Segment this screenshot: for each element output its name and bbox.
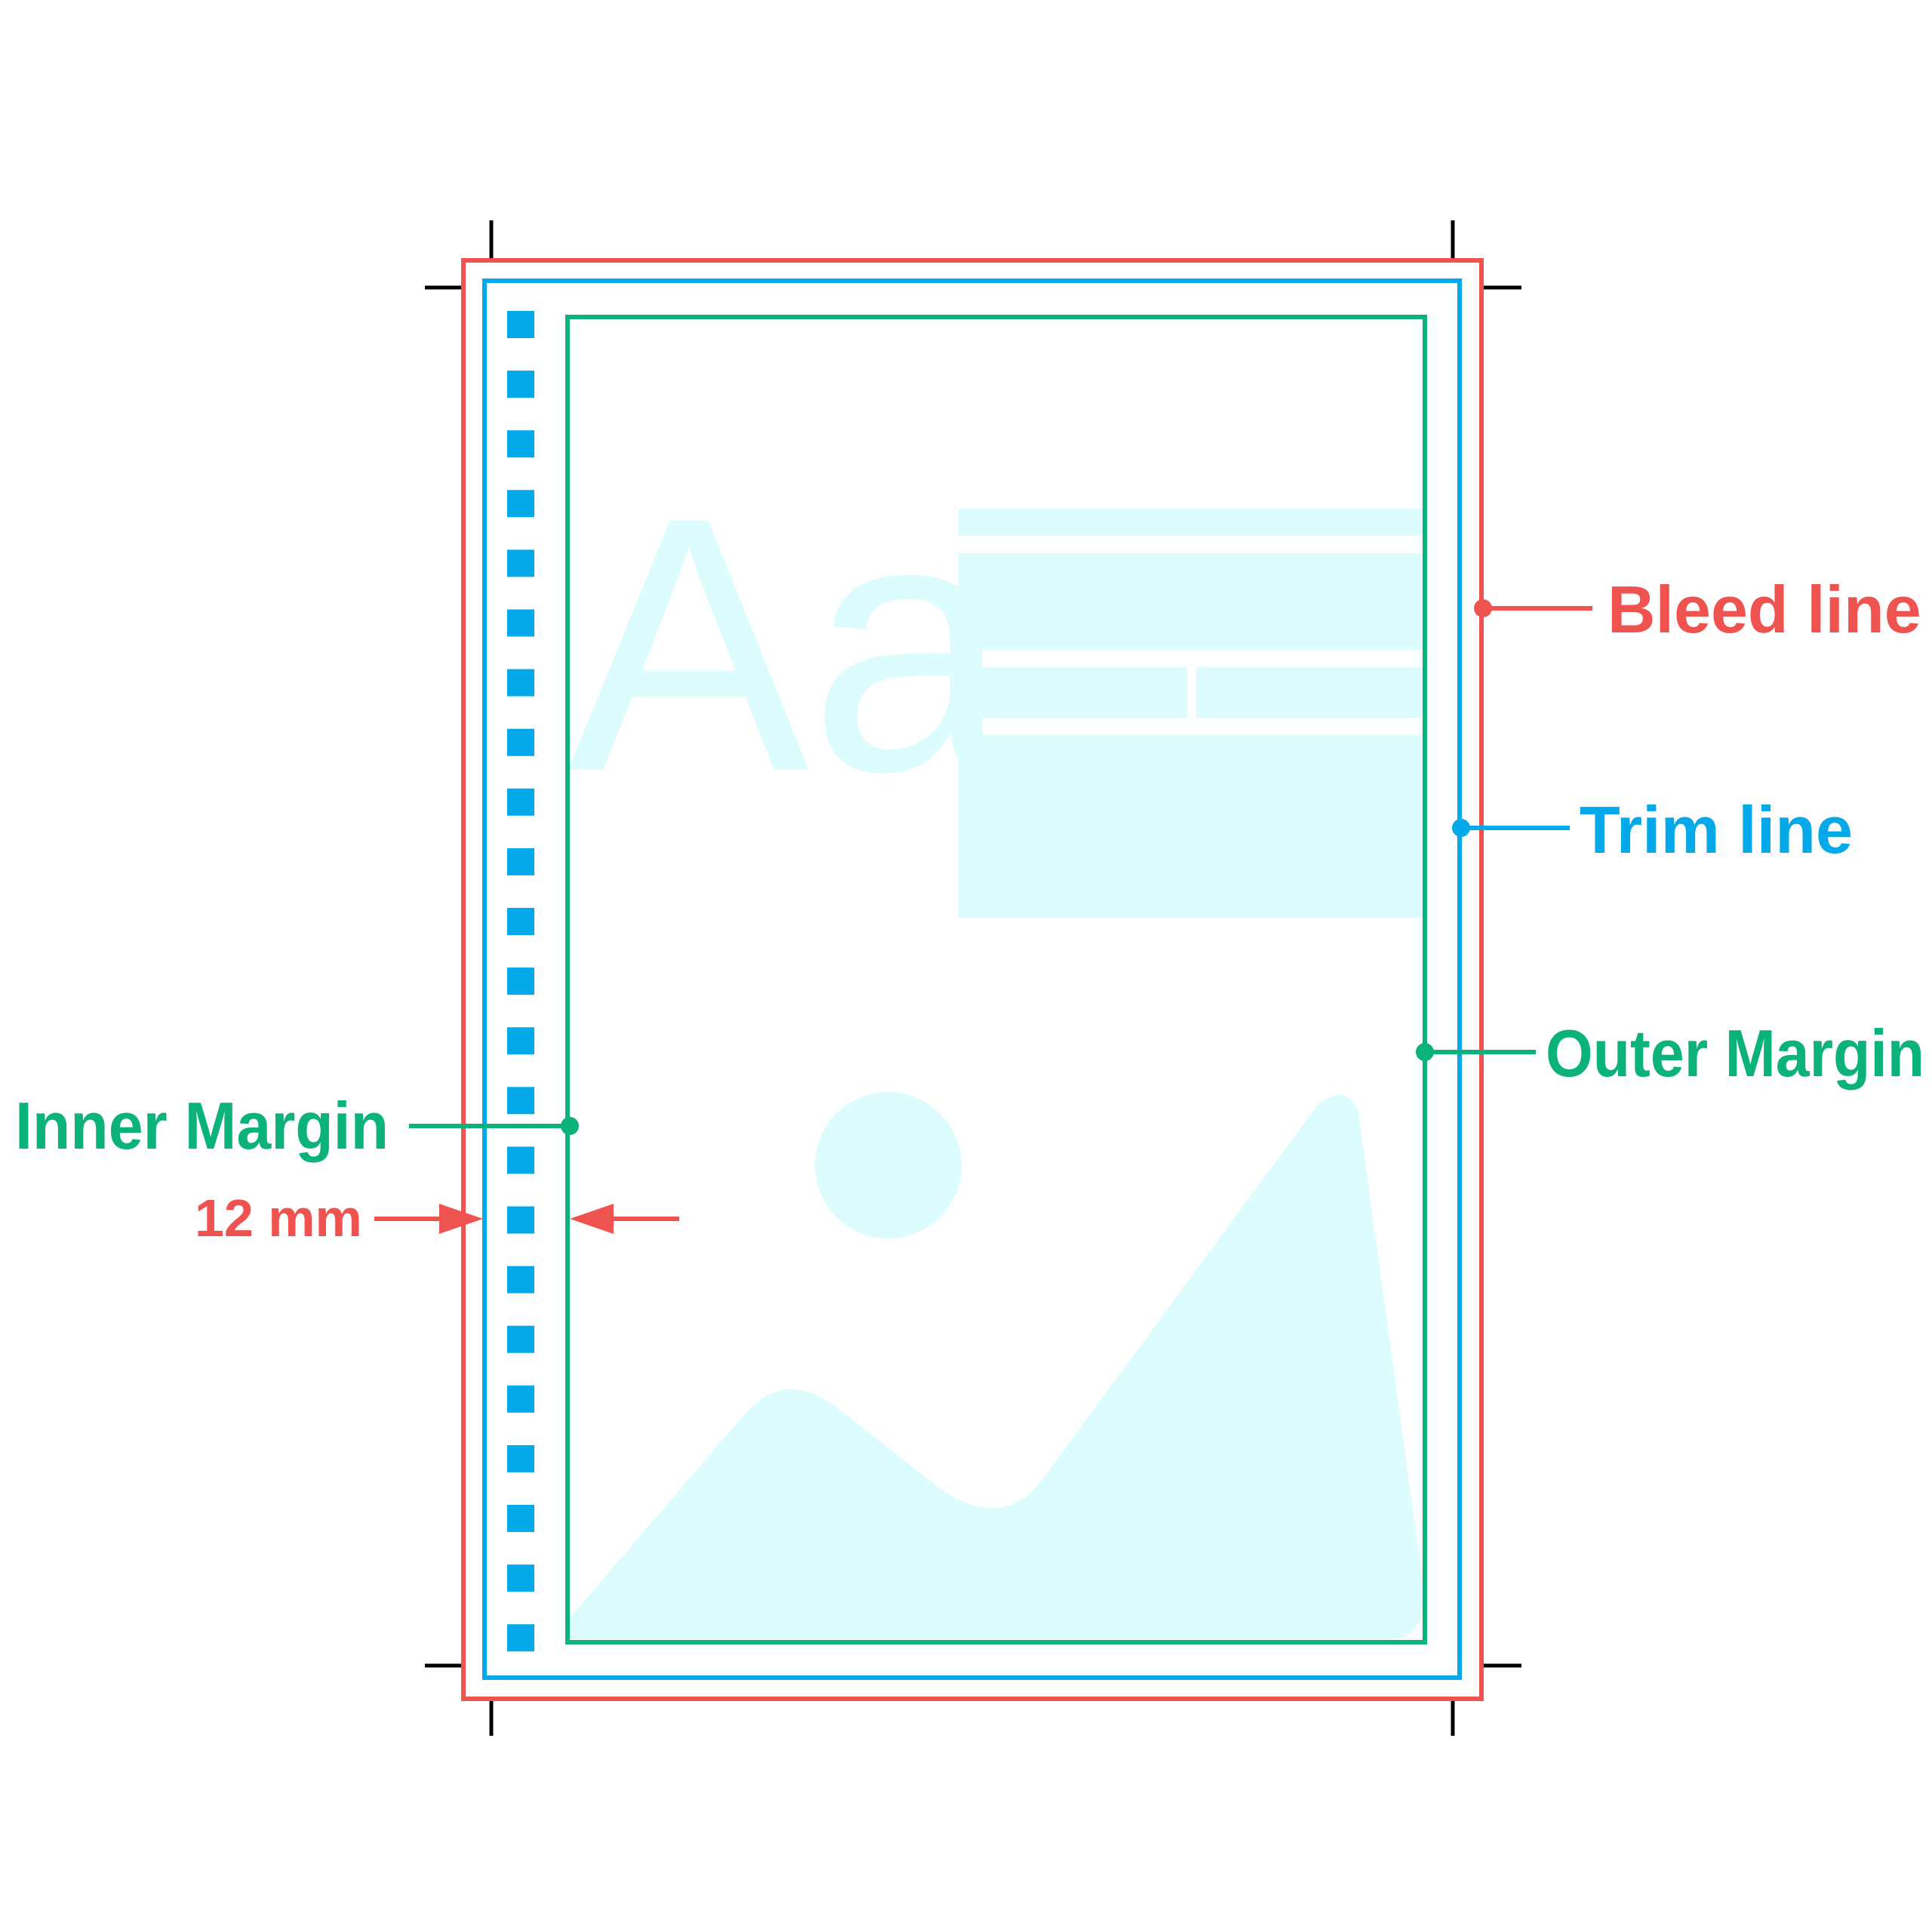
placeholder-content: Aa [568, 441, 1425, 1639]
binding-hole [507, 490, 534, 518]
image-mountains [568, 1094, 1424, 1639]
binding-hole [507, 1027, 534, 1055]
crop-marks [425, 220, 1521, 1736]
binding-hole [507, 1564, 534, 1592]
trim-line-callout: Trim line [1452, 792, 1853, 867]
trim-line-frame [482, 278, 1462, 1680]
binding-hole [507, 1266, 534, 1294]
measurement-label: 12 mm [195, 1189, 362, 1247]
sample-text: Aa [568, 441, 1013, 847]
binding-hole [507, 371, 534, 398]
bleed-line-label: Bleed line [1607, 572, 1921, 647]
image-sun [815, 1092, 961, 1238]
measurement-indicator: 12 mm [195, 1189, 679, 1247]
text-block-large [958, 553, 1425, 650]
binding-hole [507, 968, 534, 995]
binding-hole [507, 1206, 534, 1234]
binding-hole [507, 549, 534, 577]
text-block-left [958, 667, 1187, 718]
text-block-bottom [958, 735, 1425, 918]
binding-hole [507, 1624, 534, 1652]
binding-holes [507, 311, 534, 1652]
binding-hole [507, 669, 534, 697]
outer-margin-label: Outer Margin [1546, 1016, 1924, 1091]
margin-frame [565, 315, 1427, 1644]
arrow-left-icon [570, 1204, 614, 1234]
binding-hole [507, 728, 534, 756]
arrow-right-icon [439, 1204, 483, 1234]
inner-margin-callout: Inner Margin [15, 1088, 579, 1163]
binding-hole [507, 1325, 534, 1353]
binding-hole [507, 788, 534, 816]
binding-hole [507, 1087, 534, 1115]
binding-hole [507, 1444, 534, 1472]
outer-margin-callout: Outer Margin [1416, 1016, 1924, 1091]
binding-hole [507, 908, 534, 935]
binding-hole [507, 848, 534, 875]
text-block-line [958, 509, 1425, 536]
binding-hole [507, 1385, 534, 1413]
binding-hole [507, 1146, 534, 1174]
inner-margin-label: Inner Margin [15, 1088, 389, 1163]
bleed-line-frame [461, 258, 1484, 1701]
binding-hole [507, 430, 534, 458]
binding-hole [507, 311, 534, 338]
bleed-line-callout: Bleed line [1474, 572, 1921, 647]
text-block-right [1196, 667, 1425, 718]
binding-hole [507, 609, 534, 637]
trim-line-label: Trim line [1580, 792, 1853, 867]
binding-hole [507, 1505, 534, 1532]
